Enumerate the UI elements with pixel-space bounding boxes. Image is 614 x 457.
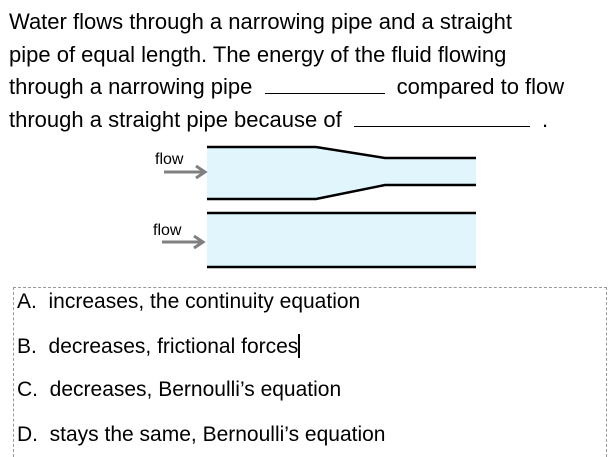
question-line-4-end: . bbox=[541, 107, 549, 132]
option-text: stays the same, Bernoulli’s equation bbox=[49, 423, 386, 446]
question-line-4: through a straight pipe because of . bbox=[9, 107, 548, 133]
option-a[interactable]: A. increases, the continuity equation bbox=[17, 290, 360, 314]
option-b[interactable]: B. decreases, frictional forces bbox=[17, 334, 300, 359]
question-line-3-end: compared to flow bbox=[396, 74, 565, 99]
flow-label-top: flow bbox=[155, 151, 184, 168]
flow-arrow-icon bbox=[162, 234, 206, 250]
answer-blank-1 bbox=[264, 75, 385, 94]
question-line-2: pipe of equal length. The energy of the … bbox=[9, 42, 507, 67]
text-cursor bbox=[298, 334, 300, 358]
option-text: decreases, Bernoulli’s equation bbox=[49, 378, 342, 401]
narrowing-pipe-bottom-wall bbox=[207, 183, 476, 201]
option-c[interactable]: C. decreases, Bernoulli’s equation bbox=[17, 378, 341, 402]
narrowing-pipe-fluid bbox=[207, 147, 476, 199]
flow-arrow-icon bbox=[164, 164, 208, 180]
narrowing-pipe-top-wall bbox=[207, 145, 476, 160]
pipe-diagram bbox=[162, 145, 476, 269]
answer-blank-2 bbox=[353, 108, 530, 127]
question-line-1: Water flows through a narrowing pipe and… bbox=[9, 9, 513, 34]
question-line-3-start: through a narrowing pipe bbox=[9, 74, 253, 99]
question-line-4-start: through a straight pipe because of bbox=[9, 107, 342, 132]
answer-options-textbox[interactable]: A. increases, the continuity equation B.… bbox=[13, 287, 607, 457]
option-text: increases, the continuity equation bbox=[48, 290, 361, 313]
question-line-3: through a narrowing pipe compared to flo… bbox=[9, 74, 564, 100]
flow-label-bottom: flow bbox=[153, 222, 182, 239]
option-letter: B. bbox=[17, 335, 37, 358]
option-text: decreases, frictional forces bbox=[48, 335, 299, 358]
option-letter: C. bbox=[17, 378, 38, 401]
straight-pipe-fluid bbox=[207, 213, 476, 267]
option-letter: D. bbox=[17, 423, 38, 446]
option-d[interactable]: D. stays the same, Bernoulli’s equation bbox=[17, 423, 385, 447]
option-letter: A. bbox=[17, 290, 37, 313]
